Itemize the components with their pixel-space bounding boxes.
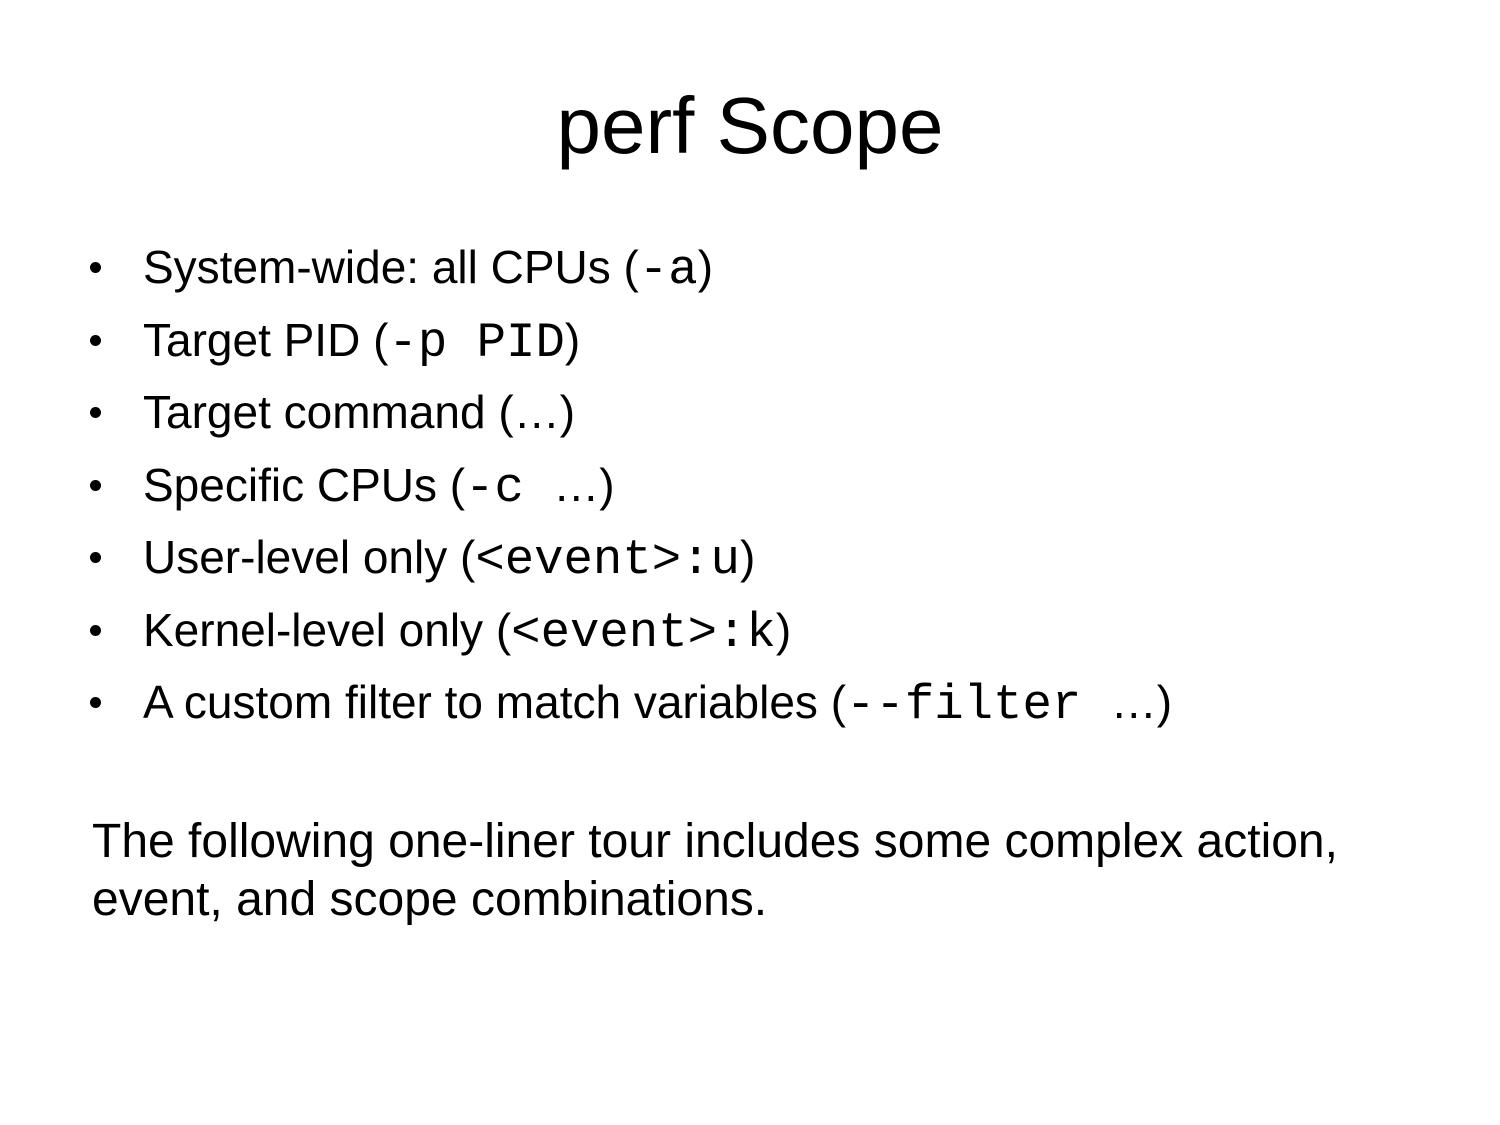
bullet-icon xyxy=(90,262,101,273)
bullet-text-pre: User-level only ( xyxy=(143,531,476,583)
bullet-text-post: …) xyxy=(1110,676,1173,728)
bullet-code: -c xyxy=(465,459,554,516)
bullet-list: System-wide: all CPUs (-a) Target PID (-… xyxy=(0,231,1500,739)
bullet-icon xyxy=(90,624,101,636)
closing-paragraph: The following one-liner tour includes so… xyxy=(92,813,1440,929)
bullet-icon xyxy=(90,552,101,563)
bullet-item: Target command (…) xyxy=(0,376,1500,449)
bullet-code: --filter xyxy=(846,677,1111,733)
bullet-text-post: ) xyxy=(697,241,714,293)
bullet-code: <event>:k xyxy=(511,604,776,661)
bullet-text-pre: A custom filter to match variables ( xyxy=(143,676,847,728)
slide-title: perf Scope xyxy=(556,81,944,170)
bullet-code: -a xyxy=(638,242,698,298)
bullet-icon xyxy=(90,334,101,346)
bullet-text-post: ) xyxy=(775,603,792,656)
bullet-icon xyxy=(90,407,101,418)
bullet-item: System-wide: all CPUs (-a) xyxy=(0,231,1500,304)
bullet-item: A custom filter to match variables (--fi… xyxy=(0,666,1500,739)
paragraph-line: The following one-liner tour includes so… xyxy=(92,815,1338,868)
bullet-item: User-level only (<event>:u) xyxy=(0,521,1500,594)
bullet-text-pre: Kernel-level only ( xyxy=(143,603,512,656)
bullet-icon xyxy=(90,697,101,708)
bullet-text-pre: Target PID ( xyxy=(143,313,389,366)
bullet-text-post: ) xyxy=(564,313,581,366)
paragraph-line: event, and scope combinations. xyxy=(92,873,768,926)
bullet-code: <event>:u xyxy=(475,532,740,588)
bullet-text-post: ) xyxy=(739,531,756,583)
bullet-text-pre: System-wide: all CPUs ( xyxy=(143,241,639,293)
bullet-text-post: …) xyxy=(553,458,615,511)
bullet-text-pre: Target command (…) xyxy=(143,386,576,438)
bullet-item: Target PID (-p PID) xyxy=(0,304,1500,377)
bullet-item: Kernel-level only (<event>:k) xyxy=(0,594,1500,667)
bullet-code: -p PID xyxy=(388,314,565,371)
bullet-text-pre: Specific CPUs ( xyxy=(143,458,466,511)
bullet-icon xyxy=(90,479,101,491)
bullet-item: Specific CPUs (-c …) xyxy=(0,449,1500,522)
